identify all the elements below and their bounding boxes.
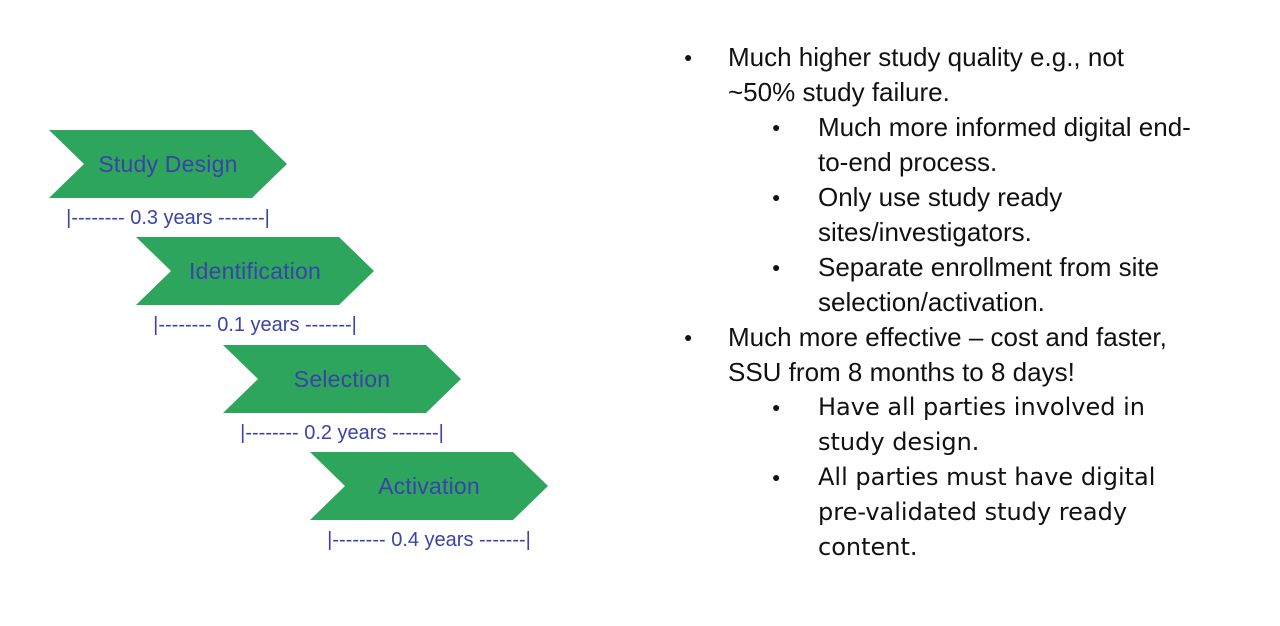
notes-list: Much higher study quality e.g., not ~50%… [662, 40, 1262, 565]
timeline-diagram: Study Design |-------- 0.3 years -------|… [49, 130, 548, 552]
stage-label: Activation [378, 472, 480, 499]
note-subitem-text: Much more informed digital end- to-end p… [818, 112, 1191, 177]
stage-arrow: Identification [136, 237, 374, 305]
stage-label: Selection [293, 365, 391, 392]
note-subitem-text: Have all parties involved in study desig… [818, 393, 1145, 456]
stage-arrow: Study Design [49, 130, 287, 198]
stage-duration-label: |-------- 0.3 years -------| [66, 207, 270, 229]
stage-arrow: Selection [223, 345, 461, 413]
note-subitem-text: All parties must have digital pre-valida… [818, 463, 1156, 561]
note-subitem-text: Only use study ready sites/investigators… [818, 182, 1063, 247]
note-subitem: Much more informed digital end- to-end p… [728, 110, 1262, 180]
note-item: Much higher study quality e.g., not ~50%… [662, 40, 1262, 320]
note-sublist: Have all parties involved in study desig… [728, 390, 1262, 565]
note-subitem: All parties must have digital pre-valida… [728, 460, 1262, 565]
stage-duration-label: |-------- 0.4 years -------| [327, 529, 531, 551]
timeline-stage: Selection |-------- 0.2 years -------| [223, 345, 461, 445]
note-subitem-text: Separate enrollment from site selection/… [818, 252, 1160, 317]
notes-panel: Much higher study quality e.g., not ~50%… [662, 40, 1262, 565]
note-subitem: Separate enrollment from site selection/… [728, 250, 1262, 320]
stage-label: Identification [189, 257, 321, 284]
note-sublist: Much more informed digital end- to-end p… [728, 110, 1262, 320]
stage-duration-label: |-------- 0.2 years -------| [240, 422, 444, 444]
stage-arrow: Activation [310, 452, 548, 520]
note-subitem: Only use study ready sites/investigators… [728, 180, 1262, 250]
note-subitem: Have all parties involved in study desig… [728, 390, 1262, 460]
stage-duration-label: |-------- 0.1 years -------| [153, 314, 357, 336]
note-text: Much more effective – cost and faster, S… [728, 322, 1167, 387]
timeline-stage: Activation |-------- 0.4 years -------| [310, 452, 548, 552]
note-text: Much higher study quality e.g., not ~50%… [728, 42, 1125, 107]
note-item: Much more effective – cost and faster, S… [662, 320, 1262, 565]
timeline-stage: Identification |-------- 0.1 years ------… [136, 237, 374, 337]
stage-label: Study Design [98, 150, 238, 177]
timeline-stage: Study Design |-------- 0.3 years -------| [49, 130, 287, 230]
